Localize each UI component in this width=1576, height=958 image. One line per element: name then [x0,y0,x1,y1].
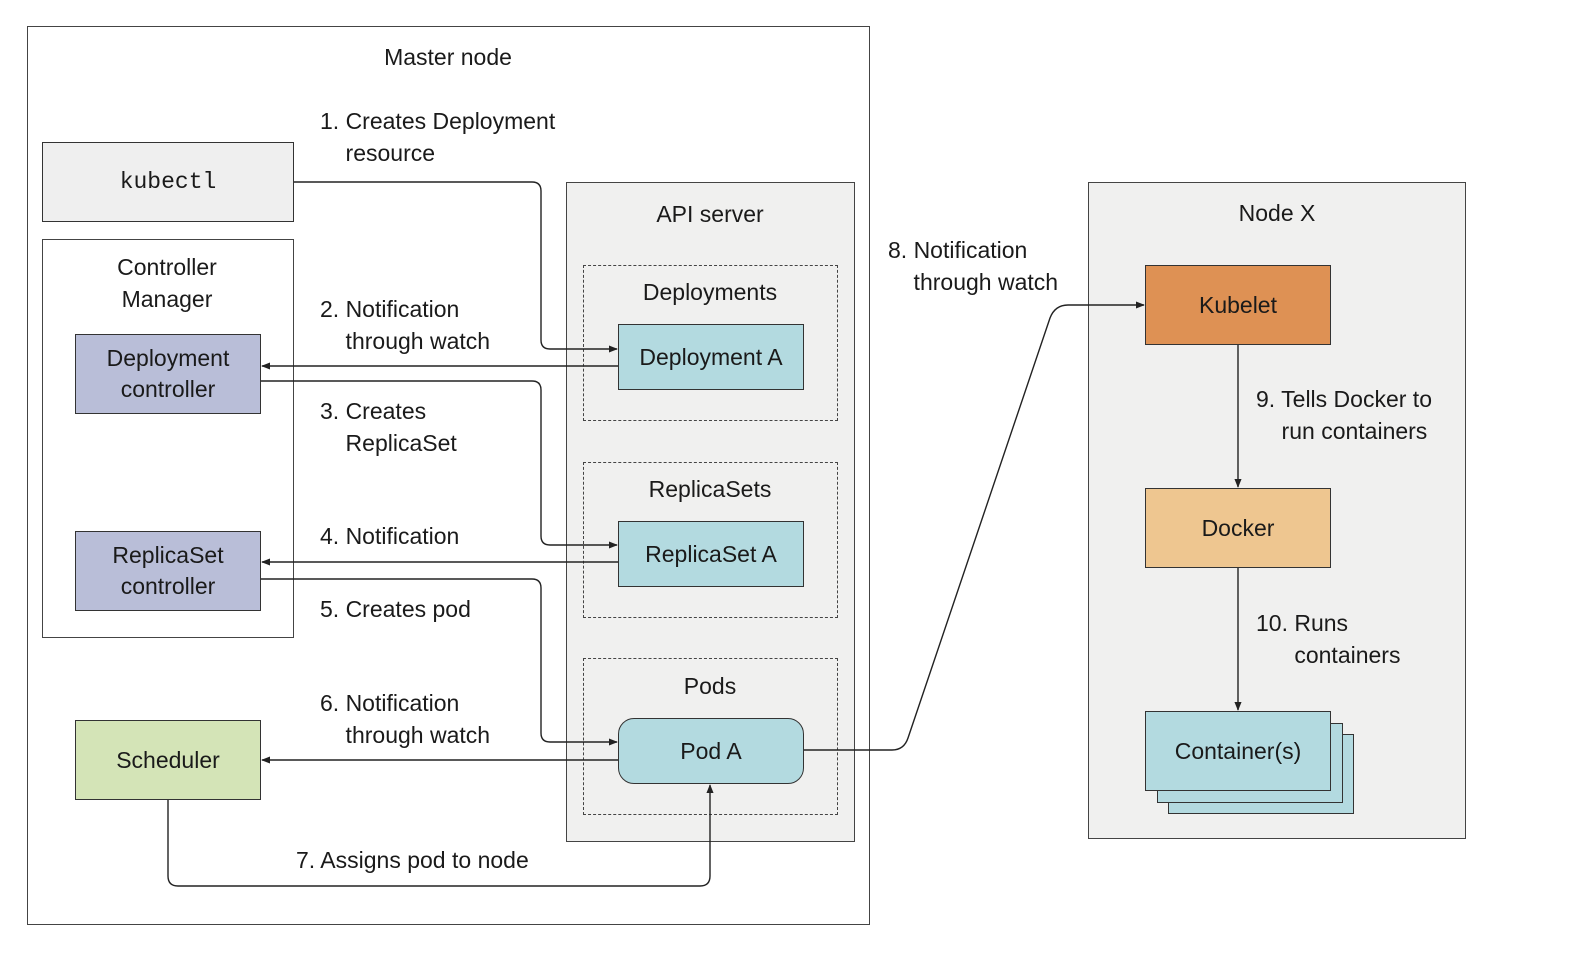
pods-title: Pods [683,673,737,699]
arrow-kubectl-to-deployment-a [294,181,618,353]
replicasets-title: ReplicaSets [648,476,772,502]
deployments-title: Deployments [642,279,778,305]
containers-box[interactable]: Container(s) [1145,711,1331,791]
scheduler-box[interactable]: Scheduler [75,720,261,800]
kubectl-box[interactable]: kubectl [42,142,294,222]
step-1-label: 1. Creates Deployment resource [320,108,556,166]
replicasets-group [583,462,838,618]
deployment-controller-box[interactable]: Deployment controller [75,334,261,414]
pod-a-box[interactable]: Pod A [618,718,804,784]
step-5-label: 5. Creates pod [320,596,471,622]
replicaset-controller-box[interactable]: ReplicaSet controller [75,531,261,611]
step-10-label: 10. Runs containers [1256,610,1401,668]
docker-box[interactable]: Docker [1145,488,1331,568]
master-node-title: Master node [384,44,512,70]
arrow-scheduler-to-pod-a [167,784,714,887]
arrow-replicaset-controller-to-pod-a [261,578,618,746]
step-6-label: 6. Notification through watch [320,690,491,748]
node-x-title: Node X [1238,200,1316,226]
step-4-label: 4. Notification [320,523,460,549]
arrow-pod-a-to-kubelet [804,301,1145,751]
deployments-group [583,265,838,421]
step-8-label: 8. Notification through watch [888,237,1059,295]
api-server-title: API server [656,201,764,227]
kubelet-box[interactable]: Kubelet [1145,265,1331,345]
controller-manager-title: Controller Manager [117,254,217,312]
replicaset-a-box[interactable]: ReplicaSet A [618,521,804,587]
step-2-label: 2. Notification through watch [320,296,491,354]
step-3-label: 3. Creates ReplicaSet [320,398,457,456]
step-7-label: 7. Assigns pod to node [296,847,529,873]
arrow-deployment-controller-to-replicaset-a [261,380,618,549]
step-9-label: 9. Tells Docker to run containers [1256,386,1432,444]
deployment-a-box[interactable]: Deployment A [618,324,804,390]
